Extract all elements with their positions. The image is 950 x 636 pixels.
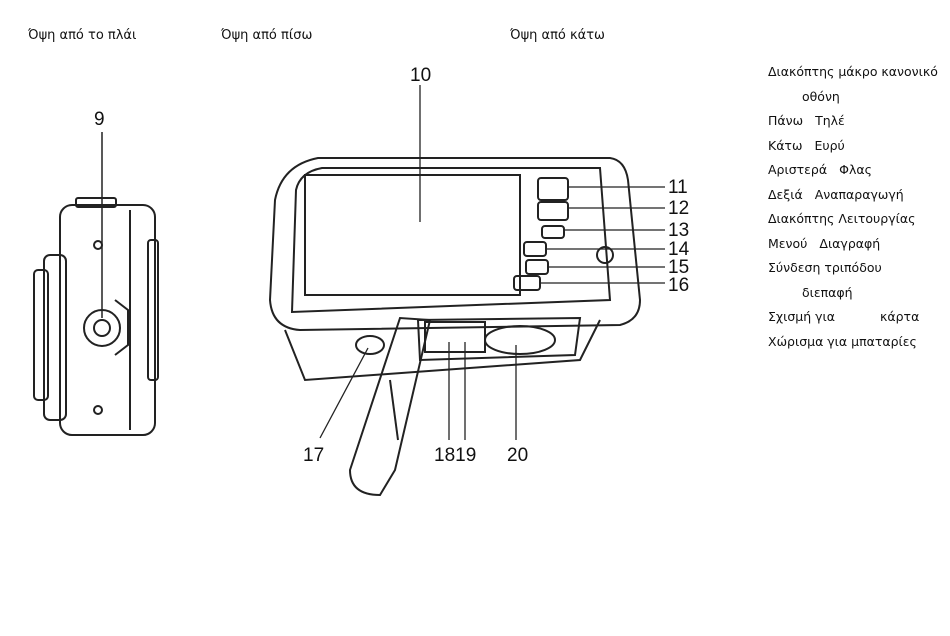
callout-11: 11 xyxy=(668,177,688,198)
legend-item-screen: οθόνη xyxy=(768,85,950,110)
callout-17: 17 xyxy=(303,445,324,466)
callout-1819: 1819 xyxy=(434,445,476,466)
lcd-screen xyxy=(305,175,520,295)
camera-side-view xyxy=(34,132,158,435)
legend-item-battery: Χώρισμα για μπαταρίες xyxy=(768,330,950,355)
legend-item-macro-switch: Διακόπτης μάκρο κανονικό xyxy=(768,60,950,85)
callout-10: 10 xyxy=(410,65,431,86)
callout-16: 16 xyxy=(668,275,689,296)
legend-item-interface: διεπαφή xyxy=(768,281,950,306)
callout-12: 12 xyxy=(668,198,689,219)
callout-9: 9 xyxy=(94,109,105,130)
callout-20: 20 xyxy=(507,445,528,466)
legend-item-mode-switch: Διακόπτης Λειτουργίας xyxy=(768,207,950,232)
legend-item-tripod: Σύνδεση τριπόδου xyxy=(768,256,950,281)
callout-13: 13 xyxy=(668,220,689,241)
